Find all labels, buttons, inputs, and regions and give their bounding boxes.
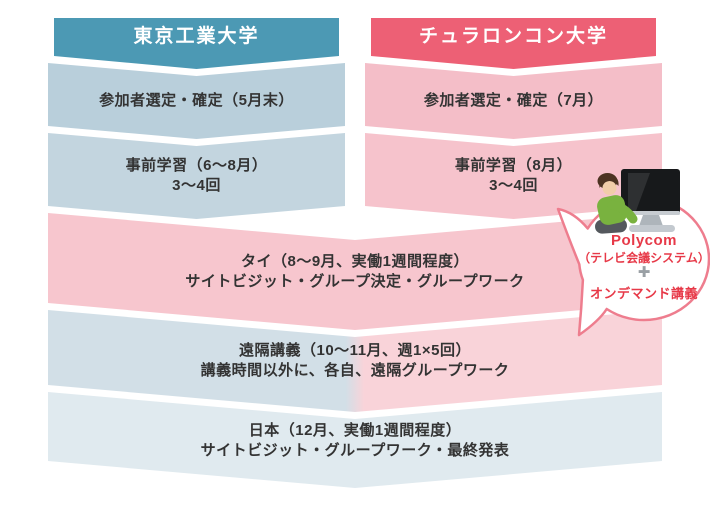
person-face: [602, 181, 617, 195]
thailand-phase-line2: サイトビジット・グループ決定・グループワーク: [185, 272, 525, 290]
chula-step1-shape: [365, 63, 662, 139]
thailand-phase-line1: タイ（8～9月、実働1週間程度）: [240, 252, 470, 270]
remote-lecture-line1: 遠隔講義（10～11月、週1×5回）: [239, 342, 471, 359]
monitor-screen-gloss: [628, 173, 650, 211]
thailand-phase-label: タイ（8～9月、実働1週間程度） サイトビジット・グループ決定・グループワーク: [48, 240, 662, 303]
japan-phase-label: 日本（12月、実働1週間程度） サイトビジット・グループワーク・最終発表: [48, 419, 662, 463]
remote-lecture-phase-shape: [48, 310, 662, 412]
header-chula-label: チュラロンコン大学: [418, 26, 608, 47]
tokyo-step2-label: 事前学習（6～8月） 3～4回: [48, 146, 345, 206]
monitor-stand-base: [629, 225, 675, 232]
person-arm: [607, 200, 638, 224]
chula-step2-label: 事前学習（8月） 3～4回: [365, 146, 662, 206]
tokyo-step1-label: 参加者選定・確定（5月末）: [99, 92, 294, 109]
plus-icon: ✚: [637, 264, 651, 281]
monitor-stand-neck: [639, 215, 663, 226]
chula-step2-line1: 事前学習（8月）: [454, 157, 573, 174]
header-tokyo-label: 東京工業大学: [133, 26, 260, 47]
chula-header-shape: [371, 18, 656, 69]
chula-step2-line2: 3～4回: [489, 177, 538, 194]
chula-step1-label: 参加者選定・確定（7月）: [423, 92, 604, 109]
callout-system-label: （テレビ会議システム）: [578, 251, 710, 265]
monitor-bezel: [621, 211, 680, 215]
tokyo-step1-shape: [48, 63, 345, 139]
tokyo-step2-shape: [48, 133, 345, 219]
thailand-phase-shape: [48, 213, 662, 330]
remote-lecture-line2: 講義時間以外に、各自、遠隔グループワーク: [200, 362, 510, 379]
japan-phase-shape: [48, 392, 662, 488]
chula-step2-shape: [365, 133, 662, 219]
japan-phase-line1: 日本（12月、実働1週間程度）: [248, 422, 462, 439]
tokyo-step2-line1: 事前学習（6～8月）: [125, 157, 268, 174]
tokyo-header-shape: [54, 18, 339, 69]
person-at-computer-illustration: [595, 169, 680, 234]
callout-product-label: Polycom: [610, 232, 678, 249]
person-hair-fringe: [599, 175, 619, 188]
tokyo-step2-line2: 3～4回: [172, 177, 221, 194]
japan-phase-line2: サイトビジット・グループワーク・最終発表: [200, 442, 510, 459]
monitor-icon: [621, 169, 680, 215]
callout-ondemand-label: オンデマンド講義: [589, 286, 698, 301]
remote-lecture-label: 遠隔講義（10～11月、週1×5回） 講義時間以外に、各自、遠隔グループワーク: [48, 337, 662, 385]
